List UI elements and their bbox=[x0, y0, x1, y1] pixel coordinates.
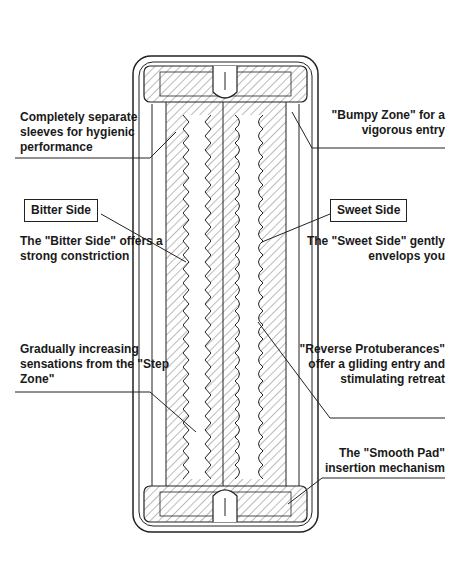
callout-text: The "Smooth Pad" insertion mechanism bbox=[290, 446, 445, 476]
boxed-heading: Bitter Side bbox=[24, 199, 98, 222]
callout-text: "Bumpy Zone" for a vigorous entry bbox=[300, 108, 445, 138]
callout-text: Gradually increasing sensations from the… bbox=[20, 342, 170, 387]
leader-lines bbox=[15, 112, 445, 504]
heading-text: Bitter Side bbox=[31, 203, 91, 218]
boxed-heading: Sweet Side bbox=[330, 199, 407, 222]
callout-text: "Reverse Protuberances" offer a gliding … bbox=[290, 342, 445, 387]
callout-text: The "Sweet Side" gently envelops you bbox=[300, 234, 445, 264]
heading-text: Sweet Side bbox=[337, 203, 400, 218]
callout-text: Completely separate sleeves for hygienic… bbox=[20, 110, 170, 155]
callout-text: The "Bitter Side" offers a strong constr… bbox=[20, 234, 170, 264]
